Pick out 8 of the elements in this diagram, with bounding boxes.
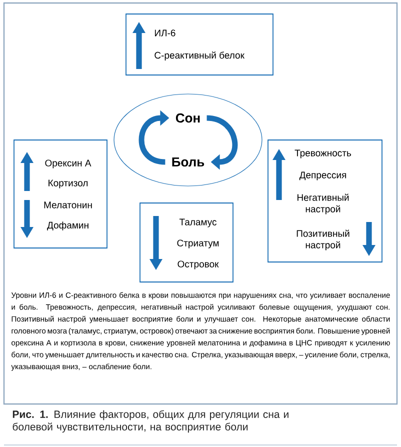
cycle-ellipse xyxy=(114,94,262,186)
factor-box: Орексин А Кортизол Мелатонин Дофамин xyxy=(14,140,108,248)
figure-caption: Рис. 1. Влияние факторов, общих для регуляции сна и болевой чувствительности, на восприятие боли xyxy=(12,410,288,433)
factor-box: Таламус Стриатум Островок xyxy=(140,202,234,282)
factor-box: ИЛ-6 С-реактивный белок xyxy=(126,14,274,76)
factor-box: Тревожность Депрессия Негативный настрой Позитивный настрой xyxy=(268,140,382,262)
state-label: Сон xyxy=(176,113,200,123)
state-label: Боль xyxy=(172,157,204,167)
